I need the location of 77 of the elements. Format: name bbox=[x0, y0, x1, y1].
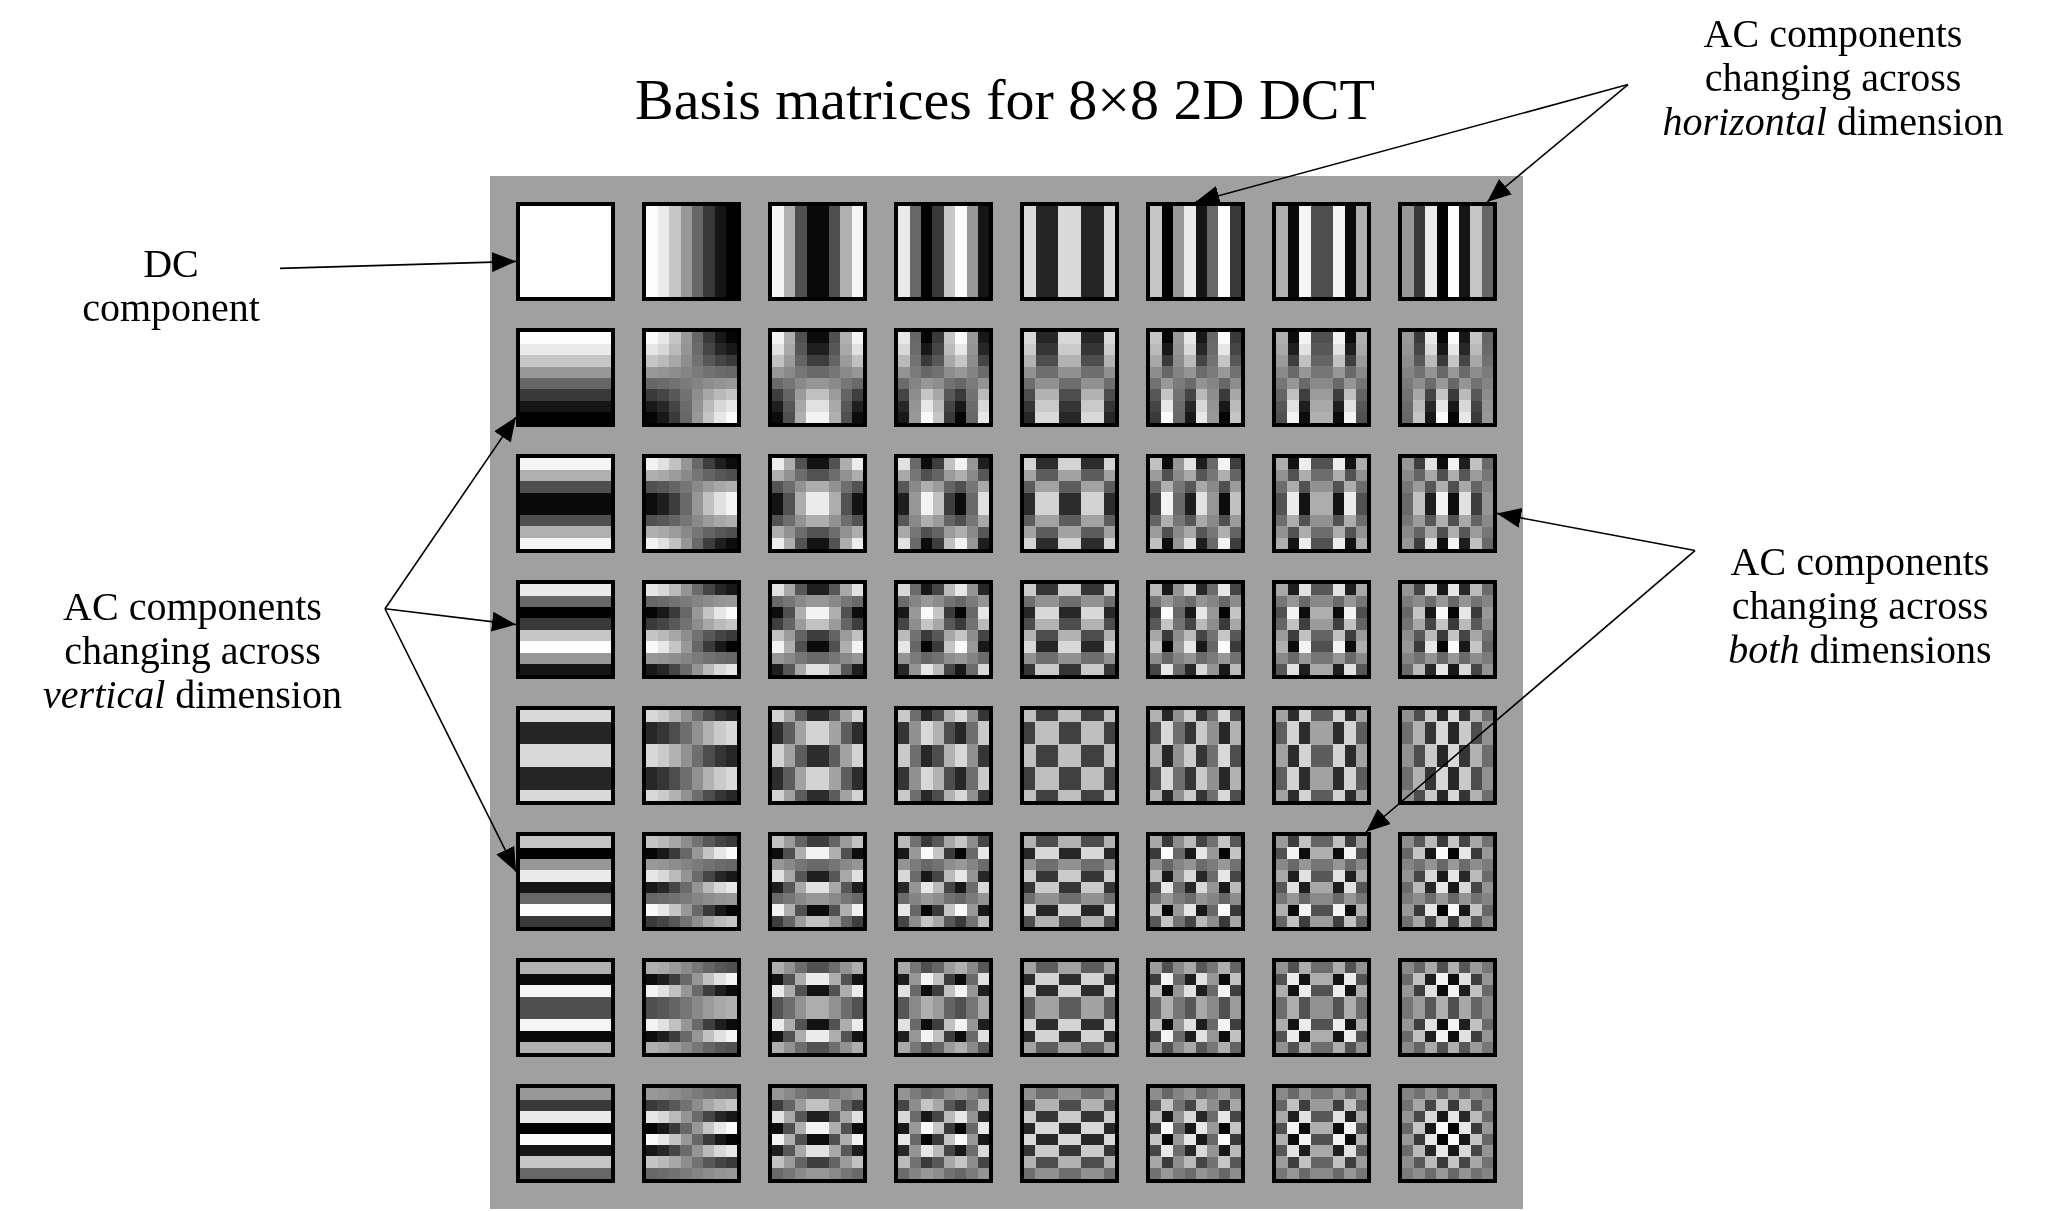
basis-image bbox=[642, 580, 741, 679]
leader-arrow bbox=[384, 607, 517, 632]
basis-image bbox=[642, 706, 741, 805]
callout-text: AC components changing across vertical dimension bbox=[42, 585, 343, 717]
basis-image bbox=[516, 328, 615, 427]
basis-image bbox=[894, 202, 993, 301]
basis-image bbox=[1146, 958, 1245, 1057]
basis-image bbox=[1020, 328, 1119, 427]
basis-image bbox=[1398, 328, 1497, 427]
grid-background bbox=[490, 176, 1523, 1209]
leader-arrow bbox=[1486, 83, 1629, 203]
basis-image bbox=[768, 454, 867, 553]
leader-arrow bbox=[1365, 549, 1696, 833]
basis-image bbox=[768, 1084, 867, 1183]
leader-arrow bbox=[1496, 508, 1696, 552]
basis-image bbox=[1398, 580, 1497, 679]
basis-image bbox=[1272, 202, 1371, 301]
callout-text: AC components changing across both dimensions bbox=[1727, 540, 1993, 672]
basis-image bbox=[642, 328, 741, 427]
basis-image bbox=[516, 832, 615, 931]
basis-image bbox=[516, 580, 615, 679]
basis-image bbox=[894, 958, 993, 1057]
basis-image bbox=[1020, 832, 1119, 931]
basis-image bbox=[768, 706, 867, 805]
basis-image bbox=[1398, 202, 1497, 301]
basis-image bbox=[768, 328, 867, 427]
basis-image bbox=[1398, 958, 1497, 1057]
basis-image bbox=[1272, 958, 1371, 1057]
basis-image bbox=[768, 832, 867, 931]
basis-image bbox=[642, 958, 741, 1057]
basis-image bbox=[1020, 454, 1119, 553]
basis-image bbox=[516, 454, 615, 553]
basis-image bbox=[1146, 580, 1245, 679]
basis-image bbox=[1146, 832, 1245, 931]
basis-image bbox=[1020, 958, 1119, 1057]
basis-image bbox=[516, 1084, 615, 1183]
basis-image bbox=[894, 454, 993, 553]
basis-image bbox=[1272, 1084, 1371, 1183]
basis-image bbox=[768, 202, 867, 301]
callout-text: AC components changing across horizontal dimension bbox=[1661, 12, 2005, 144]
leader-arrow bbox=[384, 607, 517, 873]
basis-image bbox=[1146, 454, 1245, 553]
basis-image bbox=[1272, 454, 1371, 553]
basis-image bbox=[516, 202, 615, 301]
basis-image bbox=[894, 1084, 993, 1183]
basis-image bbox=[768, 580, 867, 679]
basis-image bbox=[1398, 454, 1497, 553]
basis-image bbox=[1146, 328, 1245, 427]
basis-image bbox=[642, 1084, 741, 1183]
basis-image bbox=[894, 832, 993, 931]
basis-image bbox=[516, 958, 615, 1057]
basis-image bbox=[894, 706, 993, 805]
basis-image bbox=[1398, 832, 1497, 931]
basis-image bbox=[1020, 202, 1119, 301]
basis-image bbox=[1272, 706, 1371, 805]
basis-image bbox=[1146, 706, 1245, 805]
leader-arrow bbox=[279, 252, 517, 273]
basis-image bbox=[1146, 202, 1245, 301]
basis-image bbox=[1272, 328, 1371, 427]
basis-image bbox=[1272, 580, 1371, 679]
basis-image bbox=[894, 580, 993, 679]
diagram-title: Basis matrices for 8×8 2D DCT bbox=[634, 68, 1376, 132]
basis-image bbox=[642, 454, 741, 553]
basis-image bbox=[1020, 706, 1119, 805]
basis-image bbox=[768, 958, 867, 1057]
leader-arrow bbox=[384, 416, 517, 610]
basis-image bbox=[1398, 706, 1497, 805]
basis-image bbox=[1020, 1084, 1119, 1183]
basis-image bbox=[1020, 580, 1119, 679]
callout-text: DC component bbox=[81, 242, 261, 330]
basis-image bbox=[1398, 1084, 1497, 1183]
basis-image bbox=[516, 706, 615, 805]
basis-image bbox=[1272, 832, 1371, 931]
basis-image bbox=[642, 202, 741, 301]
basis-image bbox=[894, 328, 993, 427]
basis-image bbox=[1146, 1084, 1245, 1183]
basis-image bbox=[642, 832, 741, 931]
